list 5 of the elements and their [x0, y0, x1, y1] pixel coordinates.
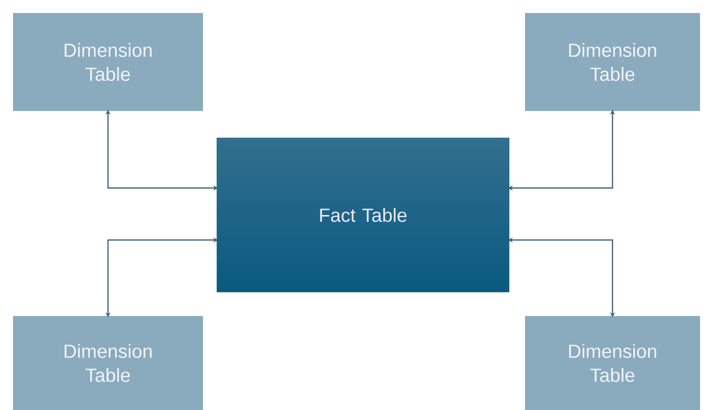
- dimension-table-box: Dimension Table: [13, 13, 203, 111]
- dimension-table-box: Dimension Table: [13, 316, 203, 410]
- dimension-table-box: Dimension Table: [525, 316, 700, 410]
- dimension-table-box: Dimension Table: [525, 13, 700, 111]
- fact-table-box: Fact Table: [216, 138, 510, 292]
